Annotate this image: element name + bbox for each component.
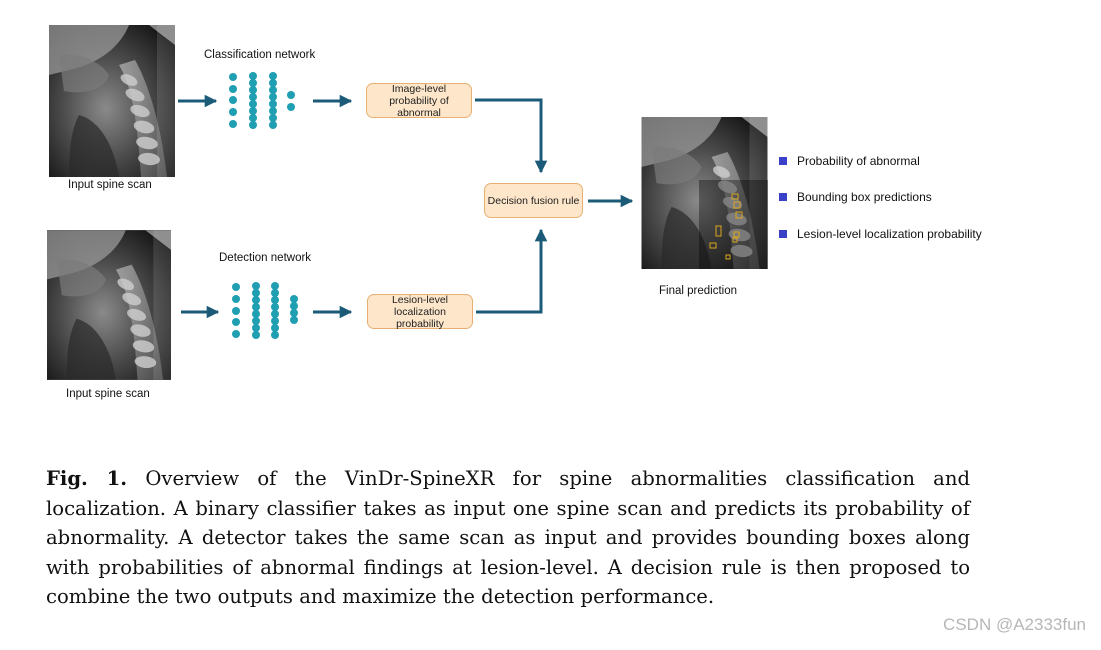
watermark: CSDN @A2333fun	[943, 615, 1086, 634]
input-scan-top-image	[49, 25, 175, 177]
arrow-image-box-to-fusion	[475, 98, 548, 174]
classification-network-neurons	[229, 72, 295, 129]
legend-item-bounding-box: Bounding box predictions	[797, 190, 932, 204]
input-scan-bottom-image	[47, 230, 171, 380]
legend-square-2	[779, 193, 787, 201]
caption-label: Fig. 1.	[46, 467, 128, 490]
input-scan-top-label: Input spine scan	[68, 179, 152, 191]
legend-item-lesion-level: Lesion-level localization probability	[797, 227, 982, 241]
legend-square-1	[779, 157, 787, 165]
figure-caption: Fig. 1. Overview of the VinDr-SpineXR fo…	[46, 464, 970, 612]
legend-item-probability: Probability of abnormal	[797, 154, 920, 168]
input-scan-bottom-label: Input spine scan	[66, 388, 150, 400]
detection-network-neurons	[232, 282, 298, 339]
decision-fusion-rule-box: Decision fusion rule	[484, 183, 583, 218]
bbox-predictions	[709, 193, 743, 260]
detection-network-title: Detection network	[219, 252, 312, 264]
arrow-lesion-box-to-fusion	[476, 228, 548, 314]
image-level-probability-box: Image-level probability of abnormal	[366, 83, 472, 119]
final-prediction-image	[641, 117, 768, 269]
lesion-level-probability-box: Lesion-level localization probability	[367, 294, 473, 330]
arrows	[178, 94, 634, 319]
caption-text: Overview of the VinDr-SpineXR for spine …	[46, 467, 971, 608]
final-prediction-label: Final prediction	[659, 285, 737, 297]
classification-network-title: Classification network	[204, 49, 316, 61]
legend-square-3	[779, 230, 787, 238]
